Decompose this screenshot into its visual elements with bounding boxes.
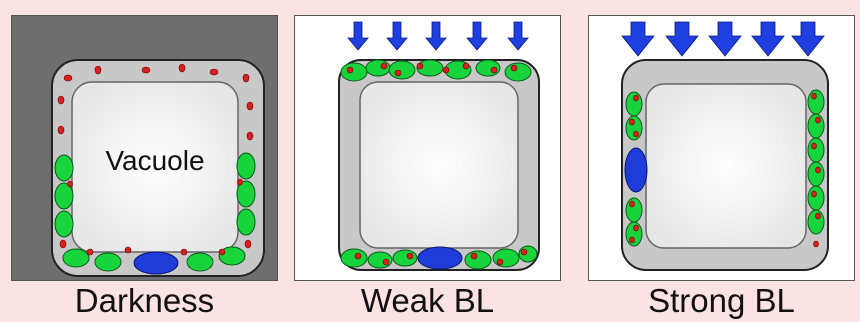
strong-bl-cell	[621, 59, 829, 271]
organelle-dots	[57, 63, 254, 141]
vacuole	[359, 81, 519, 249]
chloroplasts-bottom	[62, 246, 246, 272]
vacuole-label: Vacuole	[105, 145, 204, 176]
nucleus	[133, 251, 179, 275]
weak-bl-arrows	[347, 21, 529, 51]
organelle-dots-bottom	[59, 178, 252, 256]
darkness-cell: Vacuole	[51, 59, 265, 277]
weak-bl-caption: Weak BL	[360, 282, 495, 319]
weak-bl-cell	[338, 59, 540, 271]
vacuole	[645, 83, 807, 249]
chloroplasts-right	[236, 152, 256, 236]
chloroplasts-left	[54, 154, 74, 238]
nucleus	[624, 147, 648, 193]
darkness-caption: Darkness	[74, 282, 215, 319]
organelle-dots	[346, 62, 528, 266]
strong-bl-arrows	[621, 21, 825, 57]
nucleus	[417, 246, 463, 270]
organelle-dots	[629, 92, 821, 248]
strong-bl-caption: Strong BL	[648, 282, 795, 319]
